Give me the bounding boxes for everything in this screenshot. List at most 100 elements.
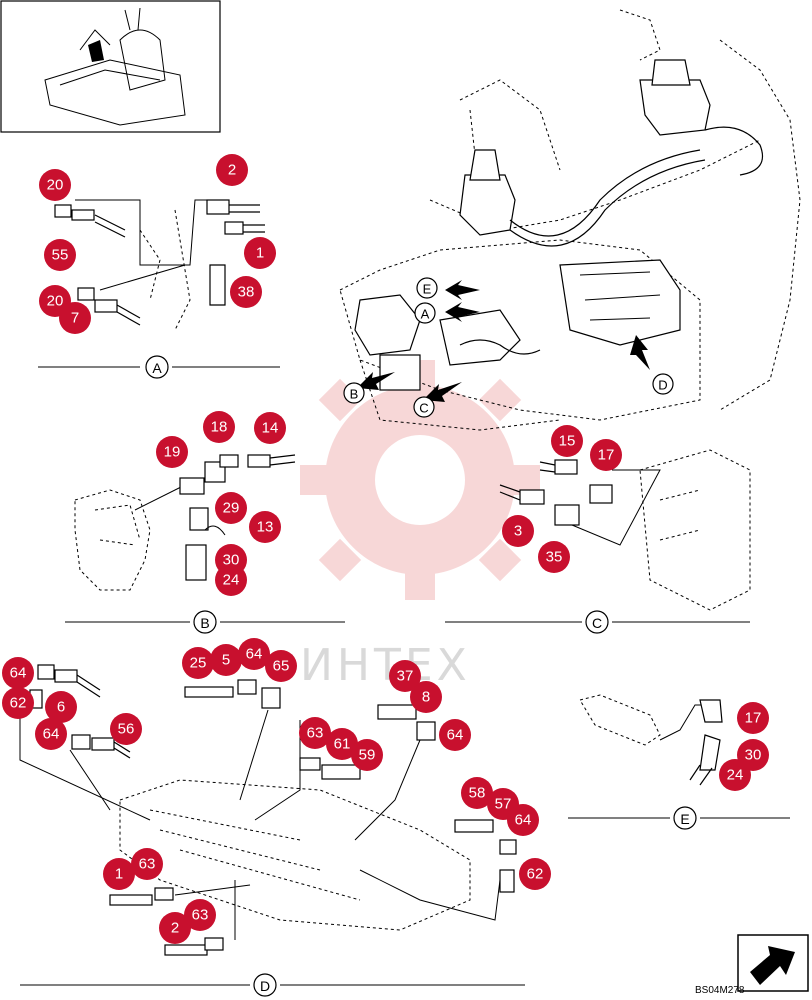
svg-text:C: C <box>592 615 602 631</box>
svg-text:E: E <box>680 811 689 827</box>
callout-B-19: 19 <box>156 436 188 468</box>
callout-D-62a: 62 <box>2 687 34 719</box>
svg-text:56: 56 <box>118 721 135 738</box>
drawing-code: BS04M278 <box>695 985 745 996</box>
svg-text:63: 63 <box>307 725 324 742</box>
callout-C-35: 35 <box>538 541 570 573</box>
svg-text:17: 17 <box>598 447 615 464</box>
arrow-label-B: B <box>343 382 365 404</box>
callout-D-64e: 64 <box>507 804 539 836</box>
svg-text:20: 20 <box>47 177 64 194</box>
callout-C-17: 17 <box>590 439 622 471</box>
svg-text:38: 38 <box>238 284 255 301</box>
callout-E-17: 17 <box>737 702 769 734</box>
callout-D-63c: 63 <box>184 899 216 931</box>
svg-text:D: D <box>658 378 667 393</box>
arrow-label-A: A <box>414 302 436 324</box>
callout-D-63b: 63 <box>131 848 163 880</box>
callout-B-13: 13 <box>249 511 281 543</box>
callout-A-1: 1 <box>244 237 276 269</box>
detail-E-parts <box>568 694 790 819</box>
callout-B-24: 24 <box>215 564 247 596</box>
svg-text:63: 63 <box>192 907 209 924</box>
callout-D-2: 2 <box>159 912 191 944</box>
svg-text:18: 18 <box>211 419 228 436</box>
callout-D-59: 59 <box>351 739 383 771</box>
detail-C-parts <box>445 449 751 623</box>
svg-text:64: 64 <box>43 726 60 743</box>
callout-C-15: 15 <box>551 425 583 457</box>
svg-text:E: E <box>423 282 432 297</box>
svg-text:C: C <box>419 401 428 416</box>
svg-text:62: 62 <box>10 695 27 712</box>
callout-D-6: 6 <box>45 691 77 723</box>
svg-text:17: 17 <box>745 710 762 727</box>
callout-D-65: 65 <box>265 650 297 682</box>
svg-text:3: 3 <box>514 523 522 540</box>
svg-text:A: A <box>152 360 162 376</box>
callout-B-14: 14 <box>254 412 286 444</box>
callout-D-64c: 64 <box>35 718 67 750</box>
svg-text:8: 8 <box>422 689 430 706</box>
svg-text:30: 30 <box>745 747 762 764</box>
section-label-E: E <box>673 806 697 830</box>
svg-text:37: 37 <box>397 668 414 685</box>
svg-text:24: 24 <box>727 767 744 784</box>
section-label-A: A <box>145 355 169 379</box>
svg-text:13: 13 <box>257 519 274 536</box>
callout-D-64b: 64 <box>2 657 34 689</box>
callout-A-55: 55 <box>44 239 76 271</box>
callout-D-56: 56 <box>110 713 142 745</box>
callout-A-2: 2 <box>216 154 248 186</box>
arrow-label-E: E <box>416 277 438 299</box>
svg-text:20: 20 <box>47 293 64 310</box>
svg-text:6: 6 <box>57 699 65 716</box>
svg-text:5: 5 <box>222 652 230 669</box>
svg-text:19: 19 <box>164 444 181 461</box>
svg-text:63: 63 <box>139 856 156 873</box>
section-label-C: C <box>585 610 609 634</box>
svg-text:58: 58 <box>469 785 486 802</box>
svg-text:59: 59 <box>359 747 376 764</box>
svg-text:25: 25 <box>190 655 207 672</box>
svg-text:62: 62 <box>527 866 544 883</box>
svg-text:64: 64 <box>515 812 532 829</box>
watermark-text: ИНТЕХ <box>300 640 471 691</box>
callout-D-37: 37 <box>389 660 421 692</box>
callout-E-24: 24 <box>719 759 751 791</box>
svg-text:14: 14 <box>262 420 279 437</box>
svg-text:24: 24 <box>223 572 240 589</box>
svg-text:64: 64 <box>246 646 263 663</box>
svg-text:57: 57 <box>495 796 512 813</box>
callout-D-62b: 62 <box>519 858 551 890</box>
svg-text:55: 55 <box>52 247 69 264</box>
svg-text:15: 15 <box>559 433 576 450</box>
main-assembly <box>339 9 801 431</box>
svg-text:B: B <box>350 387 359 402</box>
section-label-D: D <box>253 973 277 997</box>
callout-D-58: 58 <box>461 777 493 809</box>
svg-text:64: 64 <box>10 665 27 682</box>
watermark-gear-logo <box>300 360 540 600</box>
svg-text:A: A <box>421 307 430 322</box>
callout-B-18: 18 <box>203 411 235 443</box>
section-label-B: B <box>193 610 217 634</box>
orientation-arrow-icon <box>737 934 809 992</box>
svg-text:7: 7 <box>71 310 79 327</box>
svg-text:65: 65 <box>273 658 290 675</box>
detail-B-parts <box>65 454 345 623</box>
svg-text:61: 61 <box>334 736 351 753</box>
svg-text:B: B <box>200 615 209 631</box>
callout-D-8: 8 <box>410 681 442 713</box>
detail-D-parts <box>19 664 525 986</box>
callout-D-25: 25 <box>182 647 214 679</box>
svg-text:29: 29 <box>223 500 240 517</box>
svg-text:30: 30 <box>223 552 240 569</box>
callout-A-7: 7 <box>59 302 91 334</box>
locator-inset <box>0 0 221 133</box>
svg-text:D: D <box>260 978 270 994</box>
arrow-label-D: D <box>652 373 674 395</box>
svg-text:35: 35 <box>546 549 563 566</box>
callout-B-29: 29 <box>215 492 247 524</box>
